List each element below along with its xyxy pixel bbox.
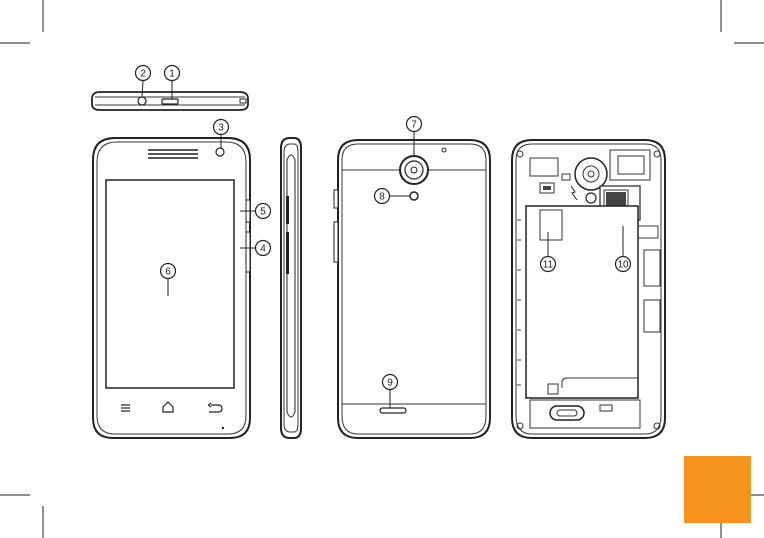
flash-icon xyxy=(410,192,418,200)
callout-number: 4 xyxy=(260,244,266,255)
callout-8: 8 xyxy=(375,189,390,204)
callout-6: 6 xyxy=(161,264,176,279)
callout-11: 11 xyxy=(541,257,556,272)
callout-7: 7 xyxy=(407,117,422,132)
callout-4: 4 xyxy=(256,241,271,256)
battery-compartment xyxy=(526,206,638,398)
phone-internal-view xyxy=(512,140,665,438)
callout-2: 2 xyxy=(136,66,151,81)
callout-number: 8 xyxy=(379,192,385,203)
callout-10: 10 xyxy=(616,257,631,272)
phone-side-view xyxy=(281,138,301,438)
callout-number: 5 xyxy=(260,207,266,218)
callout-5: 5 xyxy=(256,204,271,219)
callout-9: 9 xyxy=(383,375,398,390)
callout-number: 7 xyxy=(411,120,417,131)
accent-block xyxy=(684,456,751,523)
callout-number: 3 xyxy=(218,123,224,134)
phone-top-edge-view xyxy=(92,92,248,110)
phone-front-view xyxy=(93,138,250,438)
callout-number: 2 xyxy=(140,69,146,80)
callout-number: 6 xyxy=(165,267,171,278)
callout-number: 1 xyxy=(169,69,175,80)
callout-1: 1 xyxy=(165,66,180,81)
callout-number: 10 xyxy=(617,260,629,271)
phone-back-view xyxy=(334,140,490,438)
callout-number: 9 xyxy=(387,378,393,389)
camera-module-icon xyxy=(575,158,607,190)
callout-3: 3 xyxy=(214,120,229,135)
callout-number: 11 xyxy=(543,260,554,271)
earpiece-grille xyxy=(148,149,198,159)
speaker-grille xyxy=(380,408,406,413)
